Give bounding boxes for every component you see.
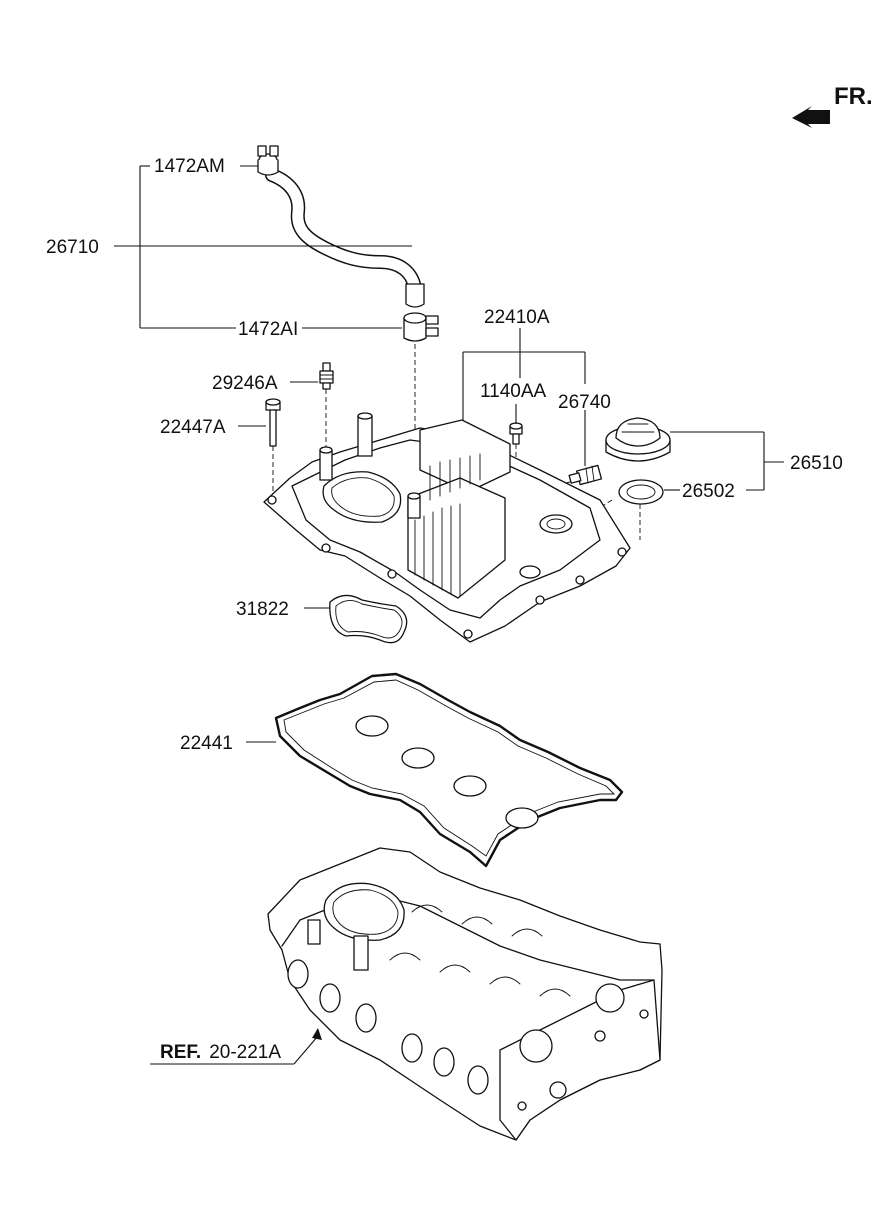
label-cover-assembly: 22410A (484, 307, 550, 328)
label-oil-filler-cap: 26510 (790, 453, 843, 474)
label-spark-plug-gasket: 31822 (236, 599, 289, 620)
reference-leader (150, 1028, 322, 1065)
oil-filler-cap (605, 417, 671, 462)
label-pcv-valve: 29246A (212, 373, 278, 394)
breather-hose-assembly (257, 145, 439, 498)
pcv-valve (319, 362, 334, 450)
label-hose-clamp-upper: 1472AM (154, 156, 225, 177)
label-hose-clamp-lower: 1472AI (238, 319, 298, 340)
filler-cap-gasket (595, 479, 664, 540)
label-bolt: 22447A (160, 417, 226, 438)
hose-clamp-lower (403, 312, 439, 342)
label-bolt-small: 1140AA (480, 381, 547, 402)
cover-assembly-bracket (462, 328, 586, 428)
front-arrow-icon (792, 106, 830, 128)
front-label: FR. (834, 83, 873, 110)
reference-prefix: REF. (160, 1042, 201, 1063)
hose-clamp-upper (257, 145, 279, 176)
label-sensor: 26740 (558, 392, 611, 413)
hose-group-bracket (114, 165, 412, 329)
cover-bolt (265, 398, 281, 496)
label-filler-cap-gasket: 26502 (682, 481, 735, 502)
cylinder-head (267, 847, 663, 1141)
label-cover-gasket: 22441 (180, 733, 233, 754)
spark-plug-tube-gasket (329, 594, 408, 644)
filler-cap-bracket (664, 431, 784, 491)
reference-note: REF. 20-221A (160, 1042, 281, 1063)
cover-ribs (414, 453, 481, 597)
breather-hose-inner (266, 169, 421, 294)
label-breather-hose: 26710 (46, 237, 99, 258)
cylinder-head-cover (263, 412, 631, 643)
reference-code: 20-221A (209, 1042, 281, 1063)
front-direction-indicator: FR. (792, 83, 873, 128)
cylinder-head-cover-gasket (274, 672, 624, 868)
